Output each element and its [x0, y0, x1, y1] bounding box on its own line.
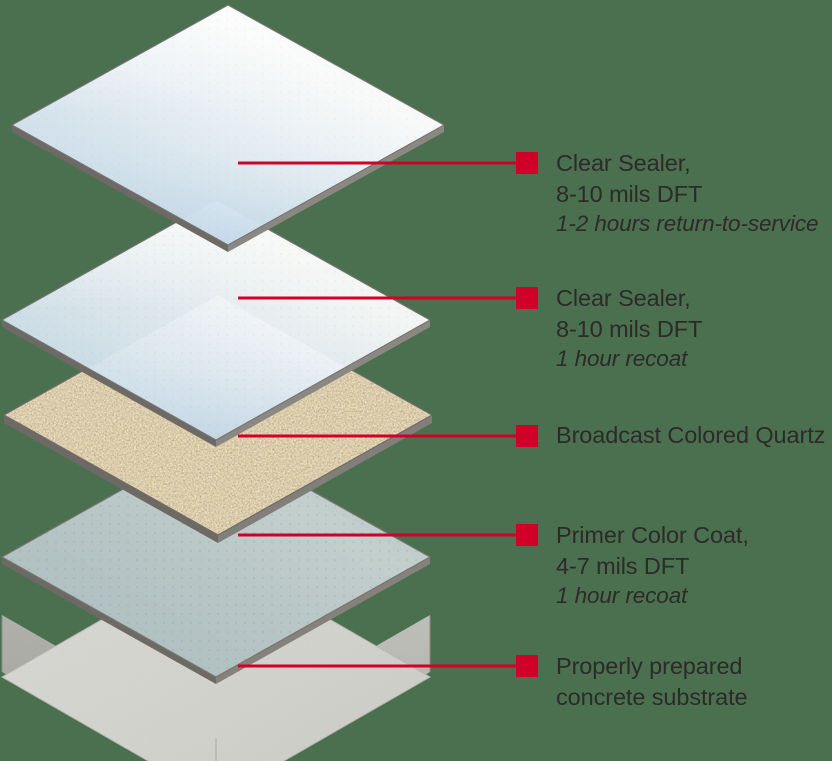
callout-line-1: Properly prepared [556, 653, 743, 679]
callout-primer-color-coat: Primer Color Coat, 4-7 mils DFT 1 hour r… [556, 520, 749, 610]
callout-line-2: 8-10 mils DFT [556, 315, 703, 342]
layer-primer-color-coat [0, 436, 432, 684]
callout-line-3: 1 hour recoat [556, 583, 688, 609]
callout-clear-sealer-top: Clear Sealer, 8-10 mils DFT 1-2 hours re… [556, 148, 819, 238]
red-square-marker-icon [516, 425, 538, 447]
callout-line-2: 4-7 mils DFT [556, 552, 690, 579]
callout-line-1: Clear Sealer, [556, 150, 691, 176]
layer-clear-sealer-top [10, 4, 446, 252]
layer-clear-sealer-second [0, 199, 432, 447]
callout-line-3: 1 hour recoat [556, 346, 688, 372]
callout-leaders [238, 152, 538, 677]
callout-line-3: 1-2 hours return-to-service [556, 211, 819, 237]
leader-line-broadcast-colored-quartz [238, 425, 538, 447]
callout-line-2: concrete substrate [556, 683, 748, 710]
red-square-marker-icon [516, 655, 538, 677]
callout-line-1: Broadcast Colored Quartz [556, 422, 826, 448]
callout-line-2: 8-10 mils DFT [556, 180, 703, 207]
red-square-marker-icon [516, 524, 538, 546]
callout-line-1: Primer Color Coat, [556, 522, 749, 548]
callout-concrete-substrate: Properly prepared concrete substrate [556, 651, 748, 712]
leader-line-clear-sealer-second [238, 287, 538, 309]
red-square-marker-icon [516, 152, 538, 174]
leader-line-primer-color-coat [238, 524, 538, 546]
callout-line-1: Clear Sealer, [556, 285, 691, 311]
callout-broadcast-colored-quartz: Broadcast Colored Quartz [556, 420, 825, 451]
leader-line-clear-sealer-top [238, 152, 538, 174]
leader-line-concrete-substrate [238, 655, 538, 677]
red-square-marker-icon [516, 287, 538, 309]
callout-clear-sealer-second: Clear Sealer, 8-10 mils DFT 1 hour recoa… [556, 283, 702, 373]
